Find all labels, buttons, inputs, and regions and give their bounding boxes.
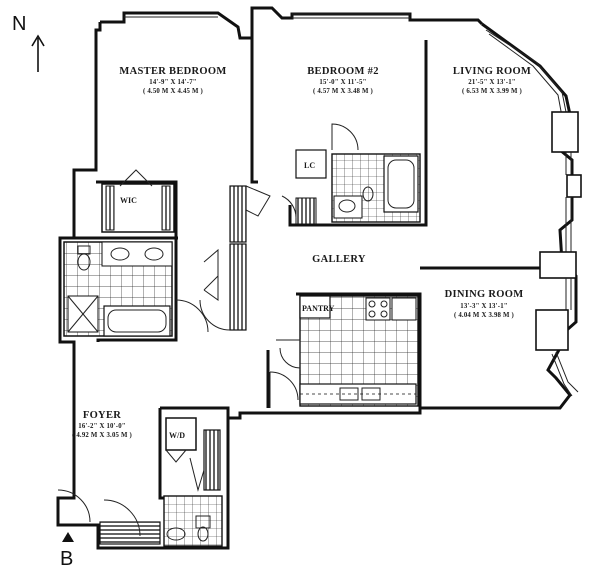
kitchen: PANTRY — [269, 295, 419, 408]
foyer-utilities: W/D — [57, 417, 223, 547]
dining-room-dim-ft: 13'-3" X 13'-1" — [460, 303, 508, 310]
gallery-name: GALLERY — [312, 254, 366, 265]
living-room-dim-m: ( 6.53 M X 3.99 M ) — [462, 88, 522, 95]
room-label-gallery: GALLERY — [312, 254, 366, 265]
bedroom-2-dim-ft: 15'-0" X 11'-5" — [319, 79, 366, 86]
lc-label: LC — [304, 161, 315, 170]
dining-room-name: DINING ROOM — [445, 289, 524, 300]
north-arrow: N — [12, 13, 45, 72]
room-label-living-room: LIVING ROOM 21'-5" X 13'-1" ( 6.53 M X 3… — [453, 66, 531, 95]
room-label-master-bedroom: MASTER BEDROOM 14'-9" X 14'-7" ( 4.50 M … — [119, 66, 226, 95]
master-bathroom — [63, 241, 209, 337]
living-room-name: LIVING ROOM — [453, 66, 531, 77]
bedroom-2-name: BEDROOM #2 — [307, 66, 379, 77]
room-label-bedroom-2: BEDROOM #2 15'-0" X 11'-5" ( 4.57 M X 3.… — [307, 66, 379, 95]
master-bedroom-dim-m: ( 4.50 M X 4.45 M ) — [143, 88, 203, 95]
dining-room-dim-m: ( 4.04 M X 3.98 M ) — [454, 312, 514, 319]
walk-in-closet: WIC — [101, 169, 175, 233]
master-closets — [199, 185, 271, 331]
bedroom-2-dim-m: ( 4.57 M X 3.48 M ) — [313, 88, 373, 95]
windows — [124, 13, 582, 397]
foyer-name: FOYER — [83, 410, 121, 421]
interior-walls — [60, 38, 540, 500]
foyer-dim-ft: 16'-2" X 10'-0" — [78, 423, 126, 430]
master-bedroom-dim-ft: 14'-9" X 14'-7" — [149, 79, 197, 86]
wd-label: W/D — [169, 431, 185, 440]
pantry-label: PANTRY — [302, 304, 335, 313]
entry-label: B — [60, 548, 73, 570]
entry-marker: B — [60, 532, 74, 570]
north-label: N — [12, 13, 26, 35]
living-room-dim-ft: 21'-5" X 13'-1" — [468, 79, 516, 86]
room-label-dining-room: DINING ROOM 13'-3" X 13'-1" ( 4.04 M X 3… — [445, 289, 524, 319]
foyer-dim-m: ( 4.92 M X 3.05 M ) — [72, 432, 132, 439]
room-label-foyer: FOYER 16'-2" X 10'-0" ( 4.92 M X 3.05 M … — [72, 410, 132, 439]
bedroom2-bathroom: LC — [281, 123, 421, 225]
wic-label: WIC — [120, 196, 137, 205]
master-bedroom-name: MASTER BEDROOM — [119, 66, 226, 77]
